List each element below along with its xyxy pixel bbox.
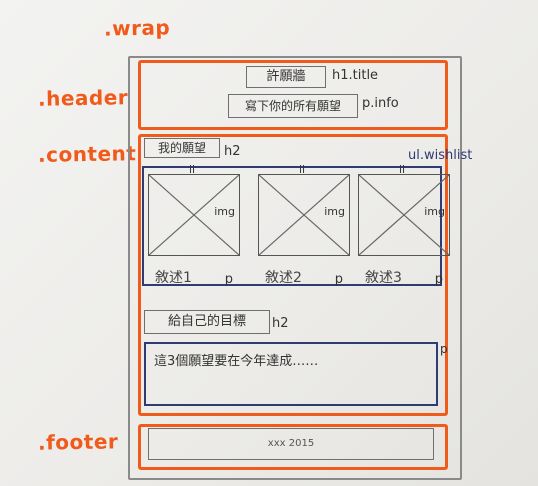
footer-label: .footer bbox=[37, 429, 119, 455]
info-text: 寫下你的所有願望 bbox=[244, 99, 341, 113]
image-placeholder bbox=[259, 175, 349, 255]
goal-h2-box: 給自己的目標 bbox=[144, 310, 270, 334]
img-label: img bbox=[214, 205, 235, 218]
goal-h2-text: 給自己的目標 bbox=[167, 314, 246, 329]
img-label: img bbox=[424, 205, 445, 218]
wishlist-note: ul.wishlist bbox=[408, 148, 473, 163]
image-placeholder bbox=[359, 175, 449, 255]
wishlist-box bbox=[142, 166, 442, 286]
content-box bbox=[138, 134, 448, 416]
wrap-box bbox=[128, 56, 462, 480]
info-box: 寫下你的所有願望 bbox=[228, 94, 358, 118]
list-item: li img 敘述3 p bbox=[358, 163, 450, 287]
list-item: li img 敘述2 p bbox=[258, 163, 350, 287]
title-text: 許願牆 bbox=[266, 69, 306, 84]
wrap-label: .wrap bbox=[103, 15, 171, 41]
footer-box bbox=[138, 424, 448, 470]
goal-p-text: 這3個願望要在今年達成…… bbox=[154, 354, 319, 369]
image-placeholder bbox=[149, 175, 239, 255]
content-h2-note: h2 bbox=[224, 144, 241, 159]
goal-h2-note: h2 bbox=[272, 316, 289, 331]
content-h2-text: 我的願望 bbox=[157, 141, 206, 155]
p-label: p bbox=[334, 272, 343, 287]
item-desc: 敘述3 bbox=[365, 270, 402, 286]
footer-text: xxx 2015 bbox=[267, 438, 315, 449]
header-label: .header bbox=[37, 85, 129, 111]
content-label: .content bbox=[37, 141, 137, 167]
title-box: 許願牆 bbox=[246, 66, 326, 88]
list-item: li img 敘述1 p bbox=[148, 163, 240, 287]
li-label: li bbox=[399, 163, 406, 176]
item-desc: 敘述1 bbox=[155, 270, 192, 286]
footer-inner-box: xxx 2015 bbox=[148, 428, 434, 460]
info-note: p.info bbox=[362, 96, 399, 111]
content-h2-box: 我的願望 bbox=[144, 138, 220, 158]
li-label: li bbox=[189, 163, 196, 176]
p-label: p bbox=[224, 272, 233, 287]
li-label: li bbox=[299, 163, 306, 176]
header-box bbox=[138, 60, 448, 130]
item-desc: 敘述2 bbox=[265, 270, 302, 286]
goal-p-box: 這3個願望要在今年達成…… bbox=[144, 342, 438, 406]
img-label: img bbox=[324, 205, 345, 218]
p-label: p bbox=[434, 272, 443, 287]
title-note: h1.title bbox=[332, 68, 379, 83]
goal-p-note: p bbox=[440, 342, 448, 356]
